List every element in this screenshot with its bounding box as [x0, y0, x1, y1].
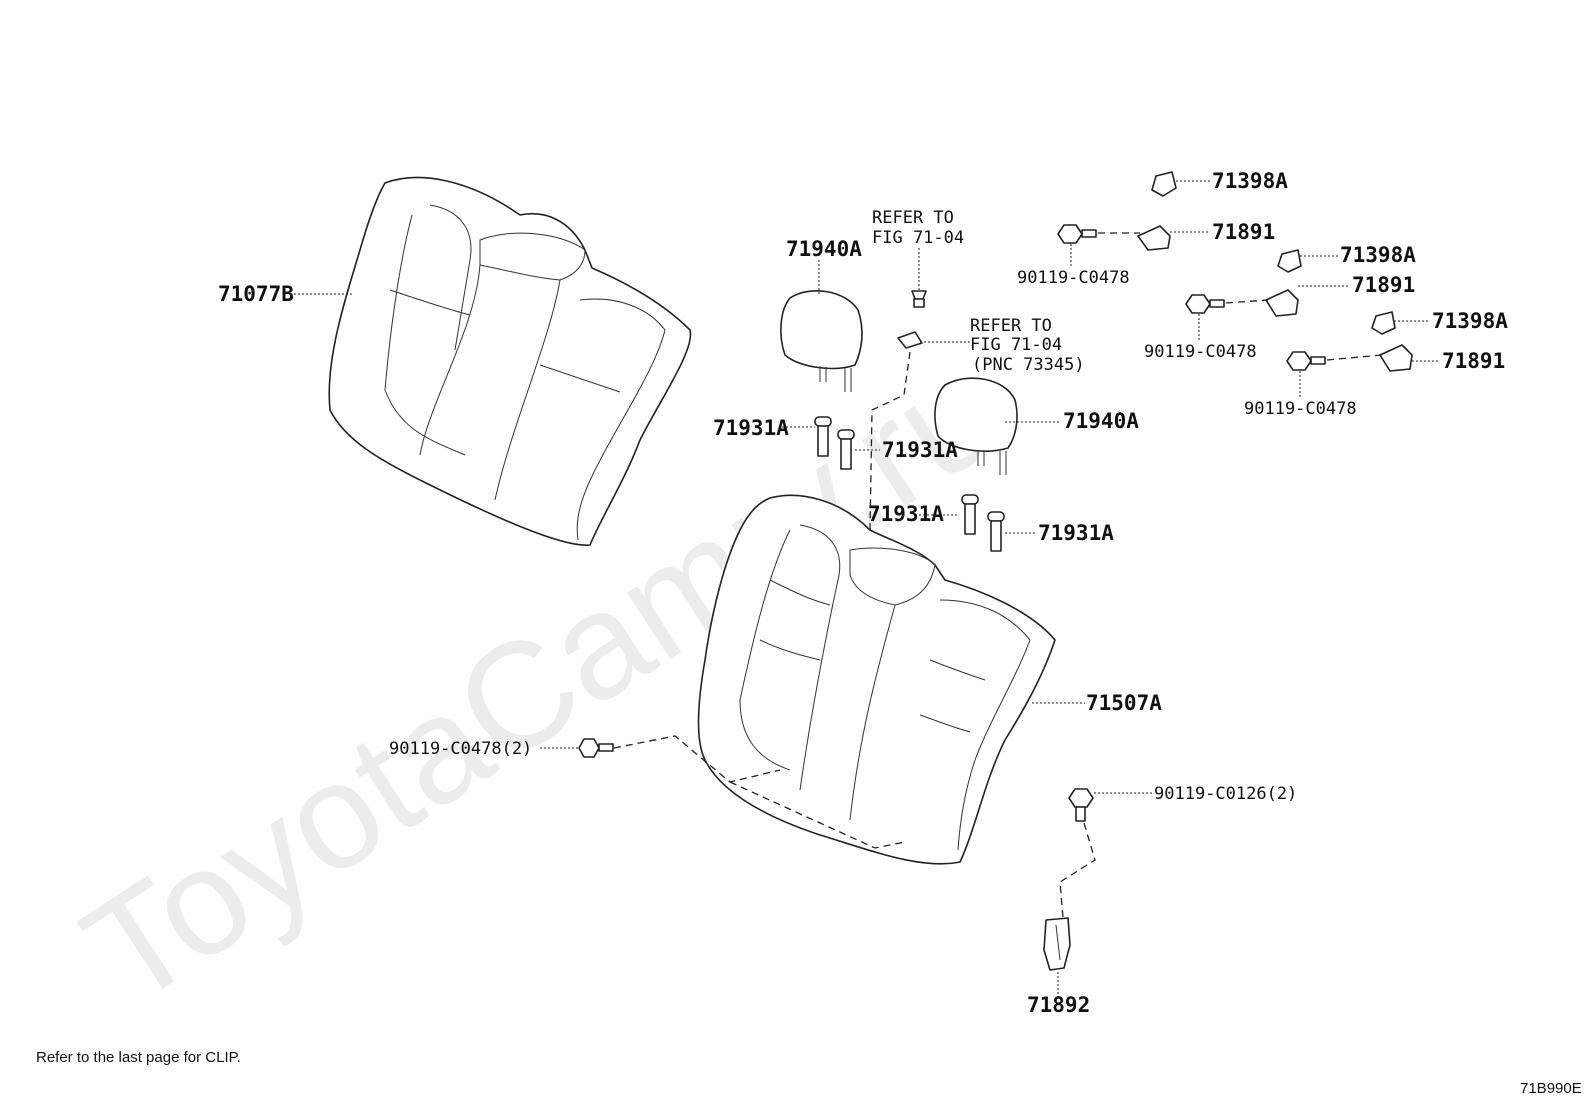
refer-note-2-line3: (PNC 73345) [972, 355, 1085, 375]
footer-code: 71B990E [1520, 1080, 1582, 1097]
bolt-2-part[interactable] [1185, 294, 1225, 314]
bolt-2-dash [1225, 299, 1269, 304]
bolt-pad-dash [613, 735, 906, 849]
label-bolt-2: 90119-C0478 [1144, 342, 1257, 362]
bolt-3-dash [1326, 354, 1383, 361]
label-bolt-lower: 90119-C0126(2) [1154, 784, 1297, 804]
headrest-right-part[interactable] [934, 377, 1018, 475]
label-bolt-3: 90119-C0478 [1244, 399, 1357, 419]
headrest-guide-3-part[interactable] [961, 494, 979, 535]
label-guide-3: 71931A [868, 502, 944, 526]
refer-clip-2-dash [869, 351, 911, 531]
bolt-lower-part[interactable] [1068, 788, 1094, 822]
label-bolt-1: 90119-C0478 [1017, 268, 1130, 288]
hinge-1-part[interactable] [1137, 225, 1171, 251]
cover-1-part[interactable] [1151, 171, 1177, 197]
headrest-left-part[interactable] [780, 290, 863, 392]
seatback-cover-part[interactable] [328, 176, 692, 546]
refer-clip-2[interactable] [897, 331, 923, 349]
refer-note-2-line1: REFER TO [970, 316, 1052, 336]
label-guide-4: 71931A [1038, 521, 1114, 545]
bolt-lower-dash [1059, 822, 1096, 919]
leader-lines [294, 180, 1440, 1000]
label-hinge-3: 71891 [1442, 349, 1505, 373]
hinge-2-part[interactable] [1265, 289, 1299, 317]
headrest-guide-2-part[interactable] [837, 429, 855, 470]
label-cover-3: 71398A [1432, 309, 1508, 333]
label-headrest-right: 71940A [1063, 409, 1139, 433]
label-cover-2: 71398A [1340, 243, 1416, 267]
refer-note-1-line1: REFER TO [872, 208, 954, 228]
refer-note-1-line2: FIG 71-04 [872, 228, 964, 248]
seatback-pad-part[interactable] [697, 494, 1056, 865]
refer-note-2-line2: FIG 71-04 [970, 335, 1062, 355]
refer-clip-1[interactable] [911, 290, 927, 308]
headrest-guide-4-part[interactable] [987, 511, 1005, 552]
label-guide-2: 71931A [882, 438, 958, 462]
bolt-pad-part[interactable] [578, 738, 614, 758]
bracket-lower-part[interactable] [1043, 917, 1071, 971]
label-hinge-1: 71891 [1212, 220, 1275, 244]
cover-2-part[interactable] [1277, 249, 1302, 273]
label-bracket-lower: 71892 [1027, 993, 1090, 1017]
label-seatback-cover: 71077B [218, 282, 294, 306]
footer-note: Refer to the last page for CLIP. [36, 1049, 241, 1066]
label-bolt-pad: 90119-C0478(2) [389, 739, 532, 759]
headrest-guide-1-part[interactable] [814, 416, 832, 457]
label-hinge-2: 71891 [1352, 273, 1415, 297]
bolt-1-part[interactable] [1057, 224, 1097, 244]
bolt-3-part[interactable] [1286, 351, 1326, 371]
label-pad: 71507A [1086, 691, 1162, 715]
label-headrest-left: 71940A [786, 237, 862, 261]
hinge-3-part[interactable] [1379, 344, 1413, 372]
label-cover-1: 71398A [1212, 169, 1288, 193]
label-guide-1: 71931A [713, 416, 789, 440]
cover-3-part[interactable] [1371, 311, 1396, 335]
